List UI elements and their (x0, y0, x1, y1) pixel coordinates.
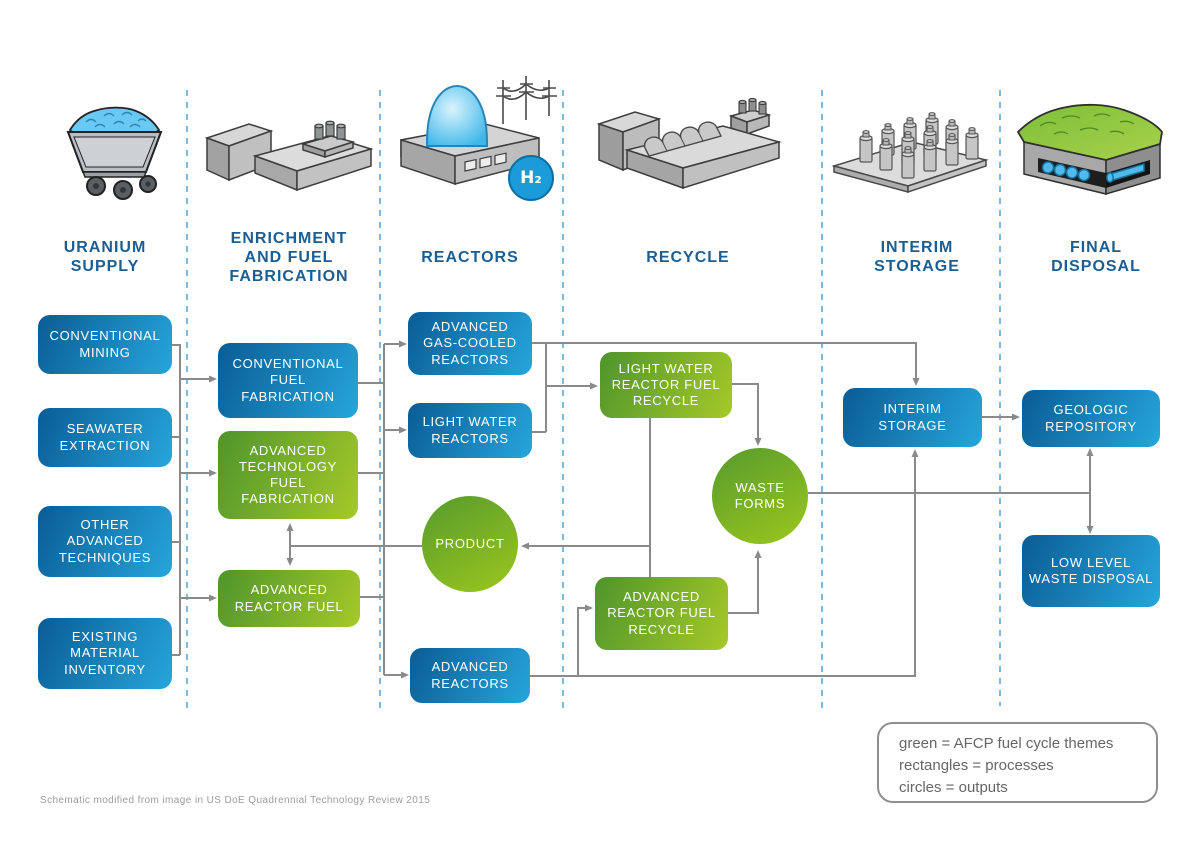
node-conventional-mining: CONVENTIONAL MINING (38, 315, 172, 374)
node-other-advanced-techniques: OTHER ADVANCED TECHNIQUES (38, 506, 172, 577)
node-advanced-technology-fuel-fabrication: ADVANCED TECHNOLOGY FUEL FABRICATION (218, 431, 358, 519)
enrichment-plant-icon (204, 120, 374, 192)
node-label: CONVENTIONAL FUEL FABRICATION (232, 356, 344, 404)
mine-cart-icon (66, 106, 163, 200)
legend-line-rectangles: rectangles = processes (899, 757, 1054, 774)
reactor-dome-icon (400, 76, 557, 186)
node-label: LOW LEVEL WASTE DISPOSAL (1028, 554, 1154, 586)
node-advanced-reactor-fuel: ADVANCED REACTOR FUEL (218, 570, 360, 627)
column-title-enrichment: ENRICHMENT AND FUEL FABRICATION (229, 230, 349, 285)
column-title-interim-storage: INTERIM STORAGE (874, 239, 960, 275)
node-label: INTERIM STORAGE (878, 401, 947, 433)
column-title-uranium-supply: URANIUM SUPPLY (63, 239, 147, 275)
node-label: EXISTING MATERIAL INVENTORY (64, 629, 146, 677)
node-light-water-reactor-fuel-recycle: LIGHT WATER REACTOR FUEL RECYCLE (600, 352, 732, 418)
node-geologic-repository: GEOLOGIC REPOSITORY (1022, 390, 1160, 447)
node-advanced-reactor-fuel-recycle: ADVANCED REACTOR FUEL RECYCLE (595, 577, 728, 650)
node-label: GEOLOGIC REPOSITORY (1045, 402, 1137, 434)
node-label: PRODUCT (435, 535, 505, 551)
node-label: ADVANCED TECHNOLOGY FUEL FABRICATION (238, 442, 337, 507)
node-label: OTHER ADVANCED TECHNIQUES (58, 517, 152, 565)
h2-badge-icon: H₂ (508, 155, 554, 201)
node-label: ADVANCED REACTOR FUEL RECYCLE (607, 589, 716, 637)
column-title-reactors: REACTORS (421, 249, 519, 266)
node-existing-material-inventory: EXISTING MATERIAL INVENTORY (38, 618, 172, 689)
recycle-plant-icon (596, 97, 782, 190)
node-label: WASTE FORMS (734, 479, 786, 511)
legend-line-green: green = AFCP fuel cycle themes (899, 735, 1114, 752)
node-interim-storage: INTERIM STORAGE (843, 388, 982, 447)
node-waste-forms-output: WASTE FORMS (712, 448, 808, 544)
node-low-level-waste-disposal: LOW LEVEL WASTE DISPOSAL (1022, 535, 1160, 607)
node-label: ADVANCED REACTORS (431, 659, 509, 691)
node-product-output: PRODUCT (422, 496, 518, 592)
power-pylons-icon (496, 76, 557, 124)
node-light-water-reactors: LIGHT WATER REACTORS (408, 403, 532, 458)
node-label: ADVANCED GAS-COOLED REACTORS (423, 319, 517, 367)
node-conventional-fuel-fabrication: CONVENTIONAL FUEL FABRICATION (218, 343, 358, 418)
node-advanced-gas-cooled-reactors: ADVANCED GAS-COOLED REACTORS (408, 312, 532, 375)
source-caption: Schematic modified from image in US DoE … (40, 795, 431, 806)
storage-canisters-icon (831, 111, 989, 194)
node-label: SEAWATER EXTRACTION (59, 421, 151, 453)
column-title-final-disposal: FINAL DISPOSAL (1051, 239, 1141, 275)
node-seawater-extraction: SEAWATER EXTRACTION (38, 408, 172, 467)
disposal-site-icon (1016, 103, 1163, 196)
column-title-recycle: RECYCLE (646, 249, 730, 266)
legend-line-circles: circles = outputs (899, 779, 1008, 796)
node-label: ADVANCED REACTOR FUEL (234, 582, 344, 614)
node-label: LIGHT WATER REACTOR FUEL RECYCLE (611, 360, 721, 409)
node-label: LIGHT WATER REACTORS (422, 414, 518, 446)
legend-box: green = AFCP fuel cycle themes rectangle… (877, 722, 1158, 803)
node-label: CONVENTIONAL MINING (49, 328, 161, 360)
flow-lines (172, 340, 1094, 679)
node-advanced-reactors: ADVANCED REACTORS (410, 648, 530, 703)
